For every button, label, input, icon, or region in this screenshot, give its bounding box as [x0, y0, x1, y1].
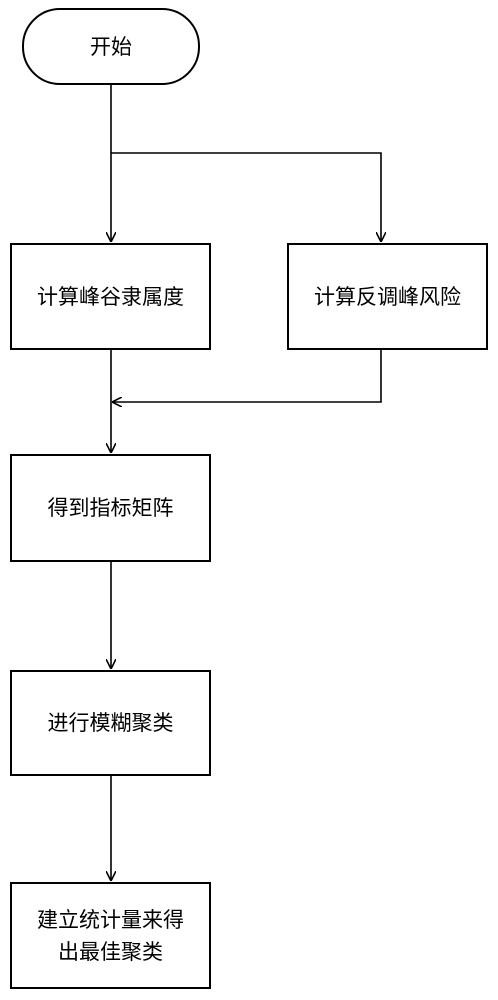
- connector-branch-right: [111, 152, 381, 241]
- calc-membership-box: 计算峰谷隶属度: [10, 243, 211, 350]
- connector-right-merge: [113, 350, 382, 402]
- index-matrix-box: 得到指标矩阵: [10, 454, 211, 562]
- calc-risk-label: 计算反调峰风险: [314, 284, 461, 309]
- best-cluster-box: 建立统计量来得 出最佳聚类: [10, 882, 211, 989]
- index-matrix-label: 得到指标矩阵: [47, 496, 174, 520]
- start-terminal: 开始: [22, 8, 200, 85]
- calc-risk-box: 计算反调峰风险: [287, 243, 488, 350]
- start-label: 开始: [90, 34, 132, 59]
- fuzzy-cluster-box: 进行模糊聚类: [10, 670, 211, 776]
- best-cluster-label: 建立统计量来得 出最佳聚类: [37, 907, 184, 964]
- calc-membership-label: 计算峰谷隶属度: [37, 284, 184, 309]
- fuzzy-cluster-label: 进行模糊聚类: [47, 711, 174, 735]
